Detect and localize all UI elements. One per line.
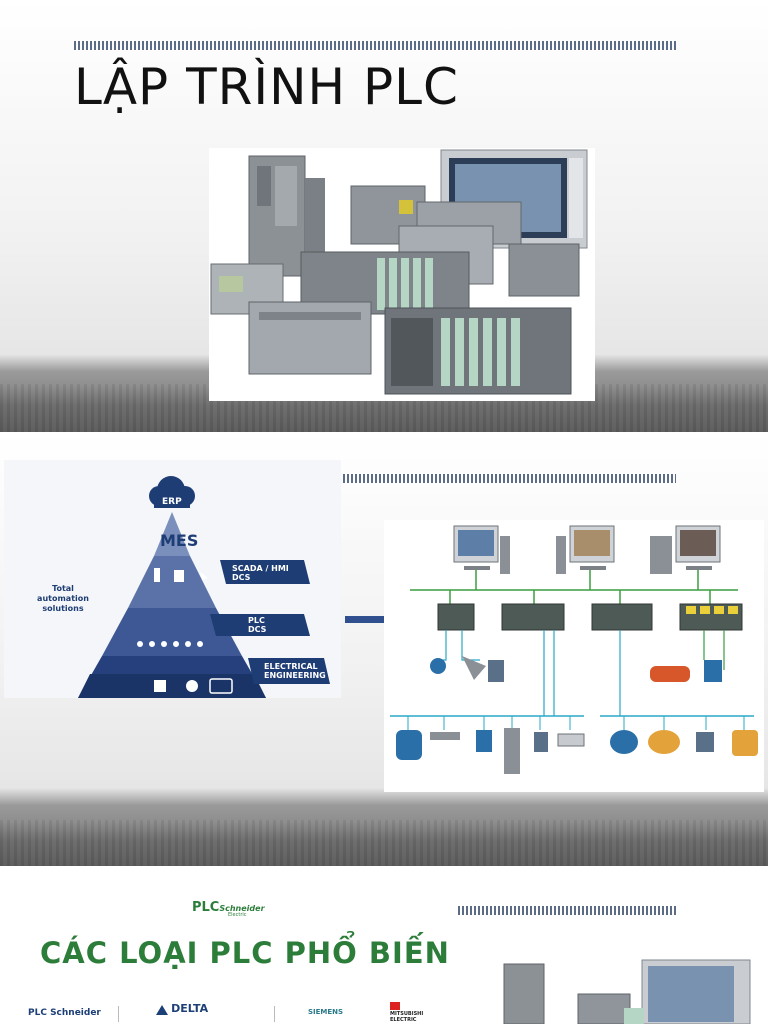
- brand-siemens: SIEMENS: [308, 1008, 344, 1016]
- level-label-electrical: ELECTRICAL ENGINEERING: [264, 662, 326, 680]
- brand-mitsubishi-label: MITSUBISHI ELECTRIC: [390, 1011, 424, 1023]
- popular-plc-heading: CÁC LOẠI PLC PHỔ BIẾN: [40, 936, 450, 970]
- level-label-scada: SCADA / HMI DCS: [232, 564, 289, 582]
- workstation-icon: [453, 525, 510, 574]
- slide-title: LẬP TRÌNH PLC: [74, 58, 459, 116]
- workstation-icon: [650, 525, 721, 574]
- slide-3: PLCSchneider Electric CÁC LOẠI PLC PHỔ B…: [0, 866, 768, 1024]
- brand-schneider: PLC Schneider: [28, 1008, 101, 1018]
- automation-pyramid-image: ERP MES Total automation solutions SCADA…: [4, 460, 341, 698]
- plc-hardware-photo: [474, 958, 752, 1024]
- schneider-logo: PLCSchneider Electric: [192, 896, 265, 918]
- mes-label: MES: [160, 531, 199, 550]
- slide-2: ERP MES Total automation solutions SCADA…: [0, 432, 768, 866]
- plc-types-panel: PLCSchneider Electric CÁC LOẠI PLC PHỔ B…: [6, 888, 458, 1024]
- erp-cloud-icon: [149, 476, 195, 508]
- divider: [274, 1006, 275, 1022]
- title-accent-bar: [74, 41, 676, 50]
- workstation-icon: [556, 525, 615, 574]
- brand-delta: DELTA: [156, 1002, 208, 1015]
- erp-label: ERP: [162, 497, 182, 507]
- floor-backdrop: [0, 820, 768, 866]
- accent-bar: [343, 474, 676, 483]
- plc-network-diagram: [384, 520, 764, 792]
- delta-logo-icon: [156, 1004, 168, 1015]
- brand-delta-label: DELTA: [171, 1002, 209, 1015]
- logo-main: PLC: [192, 900, 220, 915]
- logo-tag: Electric: [228, 912, 247, 918]
- plc-hardware-photo: [209, 148, 595, 401]
- brand-mitsubishi: MITSUBISHI ELECTRIC: [390, 1002, 430, 1023]
- total-automation-label: Total automation solutions: [37, 584, 89, 613]
- divider: [118, 1006, 119, 1022]
- mitsubishi-logo-icon: [390, 1002, 400, 1010]
- slide-1: LẬP TRÌNH PLC: [0, 0, 768, 432]
- logo-sub: Schneider: [219, 904, 265, 913]
- accent-bar: [458, 906, 676, 915]
- level-label-plc: PLC DCS: [248, 616, 267, 634]
